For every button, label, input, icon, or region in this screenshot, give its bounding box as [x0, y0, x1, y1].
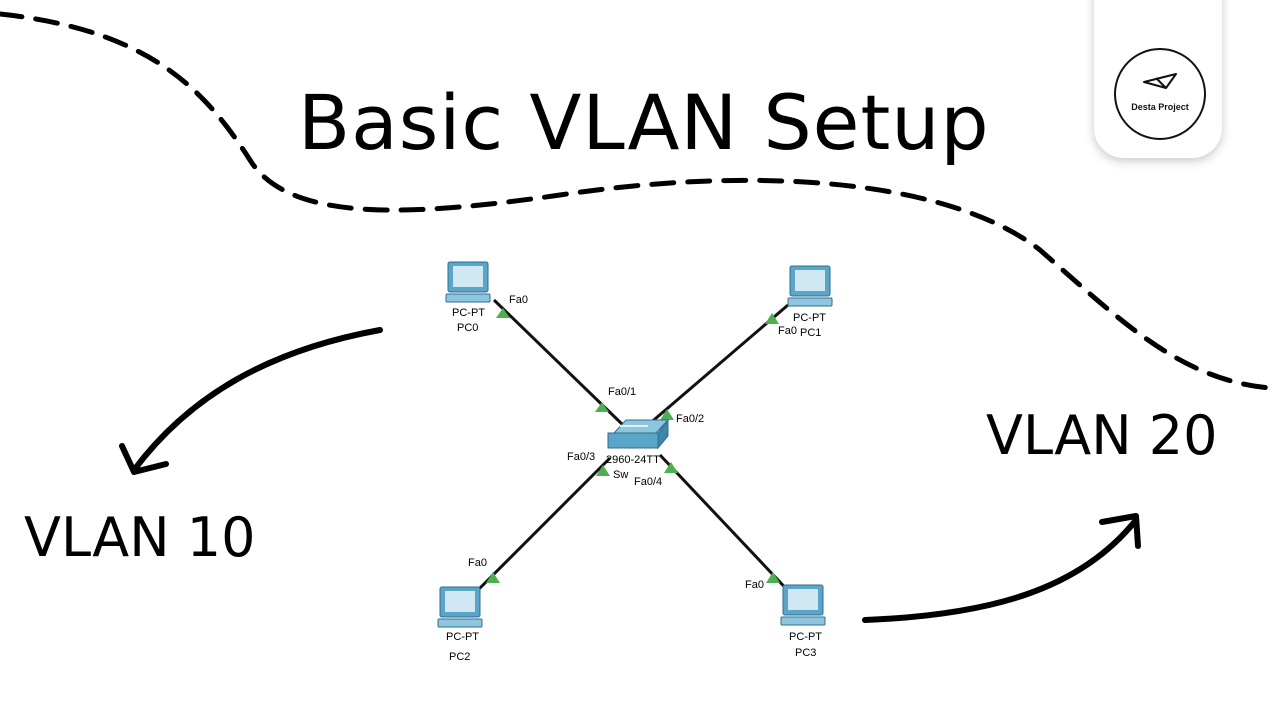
- port-indicator-sw-fa02: [660, 409, 674, 420]
- port-indicator-pc1: [765, 313, 779, 324]
- logo-text: Desta Project: [1131, 102, 1189, 112]
- pc1-name-label: PC1: [800, 327, 821, 339]
- switch-port-fa02-label: Fa0/2: [676, 413, 704, 425]
- logo-card[interactable]: Desta Project: [1094, 0, 1222, 158]
- switch-port-fa03-label: Fa0/3: [567, 451, 595, 463]
- arrow-to-vlan-10: [131, 327, 383, 473]
- logo-badge: Desta Project: [1114, 48, 1206, 140]
- pc2-computer-icon[interactable]: [437, 586, 483, 628]
- arrow-head-right-icon: [1099, 513, 1141, 549]
- arrow-head-left-icon: [119, 443, 169, 475]
- port-indicator-pc0: [496, 308, 510, 318]
- switch-model-label: 2960-24TT: [606, 454, 660, 466]
- pc1-port-label: Fa0: [778, 325, 797, 337]
- switch-port-fa04-label: Fa0/4: [634, 476, 662, 488]
- pc2-name-label: PC2: [449, 651, 470, 663]
- pc2-type-label: PC-PT: [446, 631, 479, 643]
- port-indicator-pc2: [486, 572, 500, 583]
- switch-port-fa01-label: Fa0/1: [608, 386, 636, 398]
- pc3-name-label: PC3: [795, 647, 816, 659]
- switch-device-icon[interactable]: [607, 418, 670, 450]
- link-pc1-switch[interactable]: [647, 303, 789, 427]
- port-indicator-sw-fa01: [595, 402, 609, 412]
- pc3-type-label: PC-PT: [789, 631, 822, 643]
- port-indicator-sw-fa03: [596, 465, 610, 476]
- pc0-computer-icon[interactable]: [445, 261, 491, 303]
- vlan-20-label: VLAN 20: [986, 404, 1218, 467]
- pc1-computer-icon[interactable]: [787, 265, 833, 307]
- pc0-type-label: PC-PT: [452, 307, 485, 319]
- page-title: Basic VLAN Setup: [298, 78, 990, 167]
- pc3-computer-icon[interactable]: [780, 584, 826, 626]
- vlan-10-label: VLAN 10: [24, 506, 256, 569]
- arrow-to-vlan-20: [862, 517, 1139, 623]
- pc2-port-label: Fa0: [468, 557, 487, 569]
- pc0-name-label: PC0: [457, 322, 478, 334]
- pc3-port-label: Fa0: [745, 579, 764, 591]
- switch-name-label: Sw: [613, 469, 628, 481]
- pc0-port-label: Fa0: [509, 294, 528, 306]
- dashed-divider-curve: [0, 11, 1273, 391]
- port-indicator-pc3: [766, 572, 780, 583]
- port-indicator-sw-fa04: [664, 462, 678, 473]
- paper-plane-logo-icon: [1143, 73, 1177, 89]
- pc1-type-label: PC-PT: [793, 312, 826, 324]
